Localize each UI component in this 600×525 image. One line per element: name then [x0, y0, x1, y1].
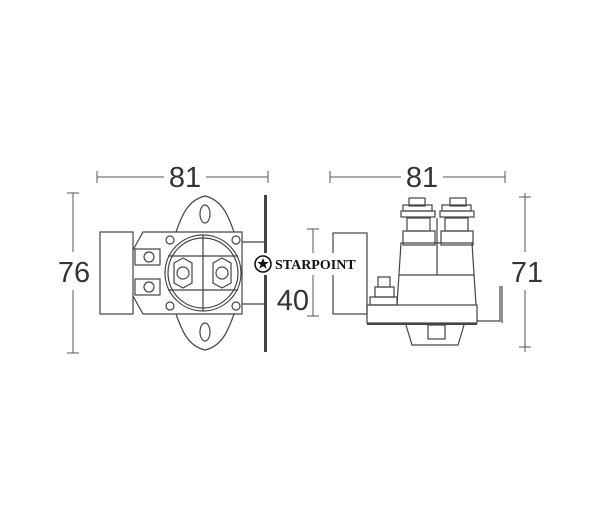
side-height-dimension: 71: [511, 193, 543, 352]
starpoint-watermark: STARPOINT: [252, 253, 356, 275]
side-view: [332, 197, 503, 346]
hidden-dimension-label: 40: [277, 285, 309, 317]
watermark-text: STARPOINT: [275, 258, 356, 273]
front-view: [99, 195, 267, 352]
front-width-dimension: 81: [96, 162, 269, 194]
front-height-label: 76: [58, 257, 90, 289]
front-width-label: 81: [169, 162, 201, 194]
side-width-dimension: 81: [329, 162, 506, 194]
side-width-label: 81: [406, 162, 438, 194]
star-icon: [254, 255, 272, 273]
side-height-label: 71: [511, 257, 543, 289]
front-height-dimension: 76: [58, 192, 90, 354]
